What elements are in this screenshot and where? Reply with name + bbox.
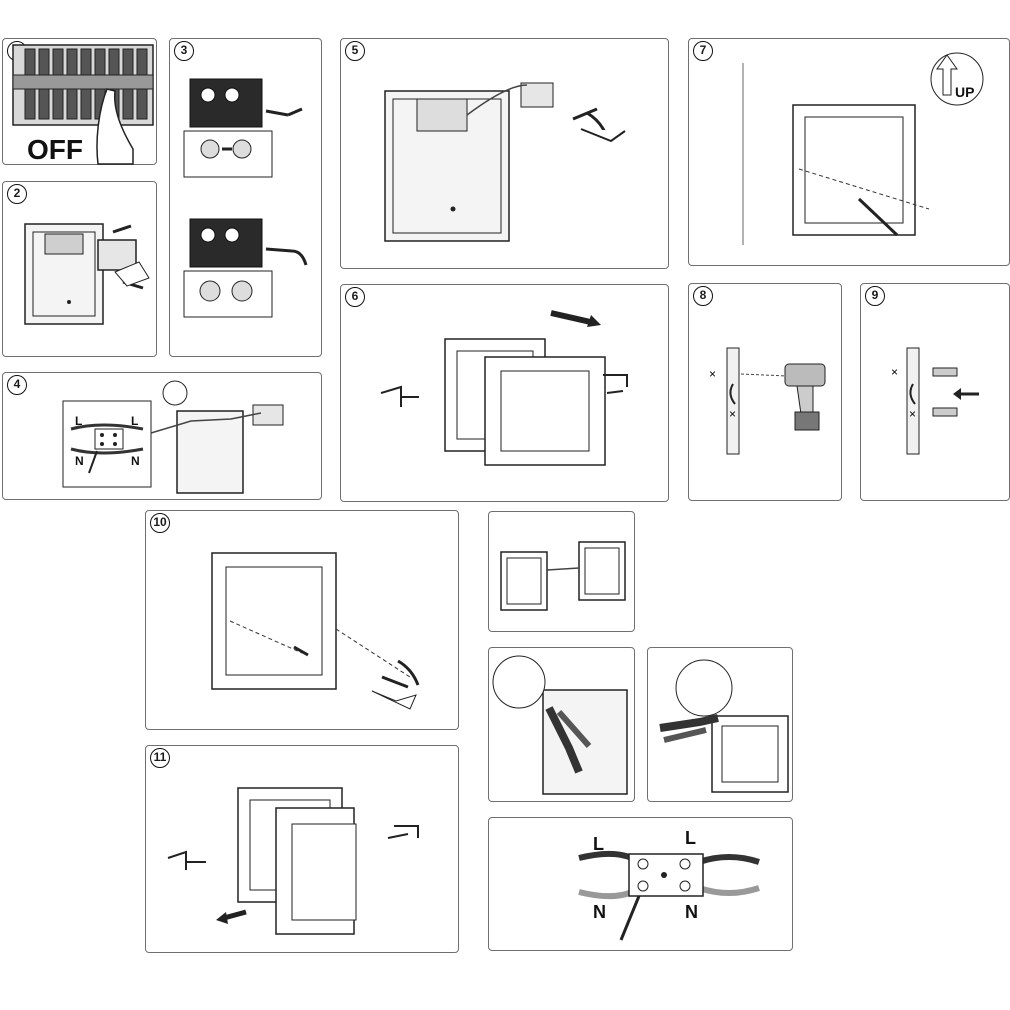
step-number: 11 <box>150 748 170 768</box>
svg-text:N: N <box>593 902 606 922</box>
step-number: 9 <box>865 286 885 306</box>
breaker-illustration: OFF <box>12 44 154 165</box>
step-number: 10 <box>150 513 170 533</box>
svg-text:L: L <box>75 414 82 428</box>
cable-entry-illustration <box>183 78 308 318</box>
step-11-panel: 11 <box>145 745 459 953</box>
svg-text:L: L <box>685 828 696 848</box>
step-5-panel: 5 <box>340 38 669 269</box>
step-4-panel: 4 L L N N <box>2 372 322 500</box>
step-6-panel: 6 <box>340 284 669 502</box>
cut-frame-illustration <box>659 659 789 793</box>
step-number: 3 <box>174 41 194 61</box>
wiring-illustration: L L N N <box>62 380 284 494</box>
svg-text:N: N <box>75 454 84 468</box>
drill-illustration: × × <box>709 347 826 455</box>
step-10-panel: 10 <box>145 510 459 730</box>
hang-frame-illustration: UP <box>742 52 984 245</box>
frame-assembly-illustration <box>380 310 628 466</box>
step-9-panel: 9 × × <box>860 283 1010 501</box>
step-number: 2 <box>7 184 27 204</box>
cut-base-illustration <box>492 655 628 795</box>
screw-frame-illustration <box>211 552 420 710</box>
remove-cover-frame-illustration <box>167 787 419 935</box>
step-3-panel: 3 <box>169 38 322 357</box>
svg-text:×: × <box>891 365 898 379</box>
svg-text:L: L <box>131 414 138 428</box>
svg-text:×: × <box>729 407 736 421</box>
cut-frame-panel <box>647 647 793 802</box>
step-number: 7 <box>693 41 713 61</box>
up-label: UP <box>955 84 974 100</box>
cut-base-panel <box>488 647 635 802</box>
anchor-illustration: × × <box>891 347 979 455</box>
svg-text:L: L <box>593 834 604 854</box>
terminal-detail-illustration: L L N N <box>578 828 760 941</box>
linked-frames-panel <box>488 511 635 632</box>
svg-text:N: N <box>131 454 140 468</box>
linked-frames-illustration <box>500 541 626 611</box>
off-label: OFF <box>27 134 83 165</box>
svg-text:×: × <box>709 367 716 381</box>
remove-cover-illustration <box>24 223 150 325</box>
terminal-detail-panel: L L N N <box>488 817 793 951</box>
step-8-panel: 8 × × <box>688 283 842 501</box>
step-number: 8 <box>693 286 713 306</box>
step-number: 4 <box>7 375 27 395</box>
mount-base-illustration <box>384 82 626 242</box>
step-7-panel: 7 UP <box>688 38 1010 266</box>
step-number: 6 <box>345 287 365 307</box>
step-2-panel: 2 <box>2 181 157 357</box>
svg-text:×: × <box>909 407 916 421</box>
step-1-panel: 1 OFF <box>2 38 157 165</box>
step-number: 5 <box>345 41 365 61</box>
svg-text:N: N <box>685 902 698 922</box>
